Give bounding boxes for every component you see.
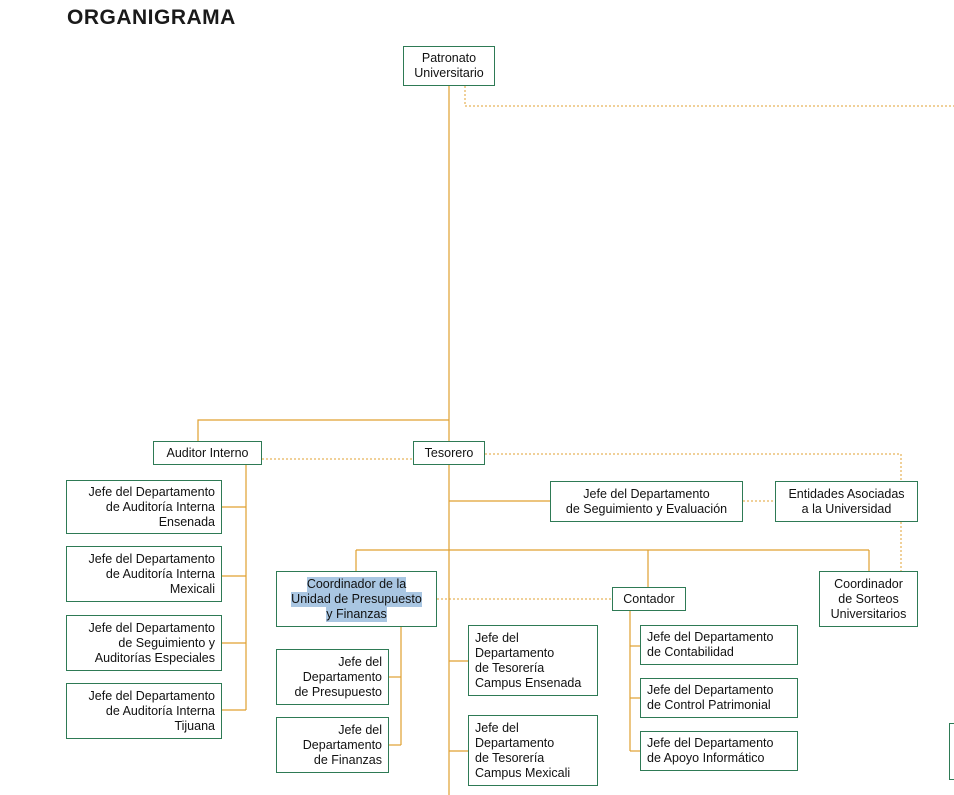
node-coordinador-presupuesto: Coordinador de la Unidad de Presupuesto … (276, 571, 437, 627)
node-auditoria-ensenada: Jefe del Departamento de Auditoría Inter… (66, 480, 222, 534)
node-seguimiento-evaluacion: Jefe del Departamento de Seguimiento y E… (550, 481, 743, 522)
node-auditoria-tijuana: Jefe del Departamento de Auditoría Inter… (66, 683, 222, 739)
node-auditorias-especiales: Jefe del Departamento de Seguimiento y A… (66, 615, 222, 671)
node-entidades-asociadas: Entidades Asociadas a la Universidad (775, 481, 918, 522)
node-tesoreria-mexicali: Jefe del Departamento de Tesorería Campu… (468, 715, 598, 786)
patronato-staff-dotted-line (464, 86, 954, 107)
tesorero-entidades-dotted-line (485, 453, 902, 481)
node-coordinador-sorteos: Coordinador de Sorteos Universitarios (819, 571, 918, 627)
node-tesorero: Tesorero (413, 441, 485, 465)
node-finanzas: Jefe del Departamento de Finanzas (276, 717, 389, 773)
node-tesoreria-ensenada: Jefe del Departamento de Tesorería Campu… (468, 625, 598, 696)
cropped-box-edge (949, 723, 954, 780)
node-contabilidad: Jefe del Departamento de Contabilidad (640, 625, 798, 665)
page-title: ORGANIGRAMA (67, 6, 236, 29)
auditor-link-line (197, 419, 449, 441)
node-apoyo-informatico: Jefe del Departamento de Apoyo Informáti… (640, 731, 798, 771)
node-contador: Contador (612, 587, 686, 611)
node-auditor-interno: Auditor Interno (153, 441, 262, 465)
node-auditoria-mexicali: Jefe del Departamento de Auditoría Inter… (66, 546, 222, 602)
node-presupuesto: Jefe del Departamento de Presupuesto (276, 649, 389, 705)
node-patronato: Patronato Universitario (403, 46, 495, 86)
node-control-patrimonial: Jefe del Departamento de Control Patrimo… (640, 678, 798, 718)
